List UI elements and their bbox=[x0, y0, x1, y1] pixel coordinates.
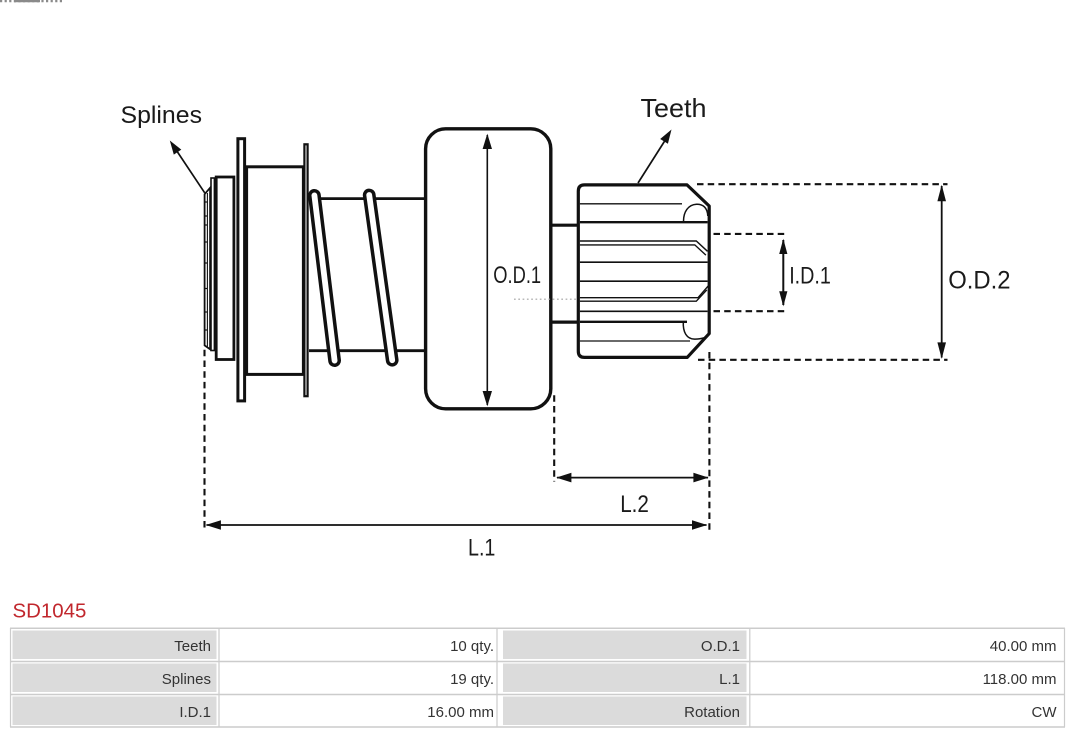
svg-text:40.00 mm: 40.00 mm bbox=[990, 638, 1057, 655]
svg-text:Teeth: Teeth bbox=[174, 638, 211, 655]
svg-text:O.D.1: O.D.1 bbox=[701, 638, 740, 655]
svg-text:O.D.1: O.D.1 bbox=[493, 262, 541, 289]
svg-text:Teeth: Teeth bbox=[641, 93, 707, 123]
svg-text:10 qty.: 10 qty. bbox=[450, 638, 494, 655]
svg-text:L.1: L.1 bbox=[719, 671, 740, 688]
svg-text:19 qty.: 19 qty. bbox=[450, 671, 494, 688]
svg-text:I.D.1: I.D.1 bbox=[179, 704, 211, 721]
svg-text:Splines: Splines bbox=[162, 671, 211, 688]
svg-text:I.D.1: I.D.1 bbox=[789, 263, 831, 290]
svg-text:Splines: Splines bbox=[121, 102, 203, 129]
svg-text:SD1045: SD1045 bbox=[13, 600, 87, 623]
svg-text:CW: CW bbox=[1032, 704, 1058, 721]
svg-text:118.00 mm: 118.00 mm bbox=[983, 671, 1057, 688]
svg-text:L.2: L.2 bbox=[620, 491, 649, 518]
svg-text:O.D.2: O.D.2 bbox=[948, 267, 1010, 295]
svg-text:Rotation: Rotation bbox=[684, 704, 740, 721]
svg-text:16.00 mm: 16.00 mm bbox=[427, 704, 494, 721]
svg-text:L.1: L.1 bbox=[468, 534, 495, 561]
